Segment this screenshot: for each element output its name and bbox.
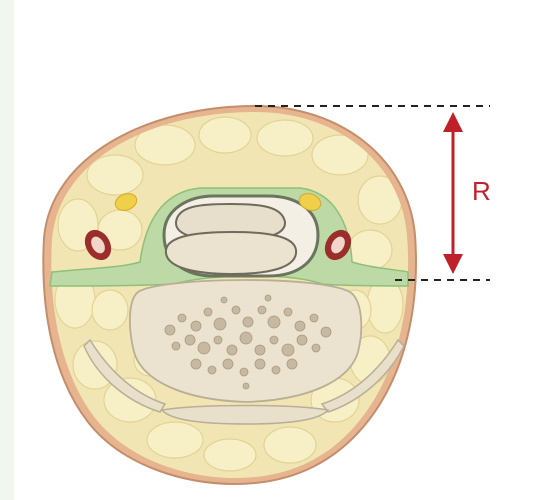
double-headed-arrow-icon — [443, 112, 463, 274]
radius-label: R — [472, 178, 491, 204]
lower-disc — [166, 232, 296, 274]
